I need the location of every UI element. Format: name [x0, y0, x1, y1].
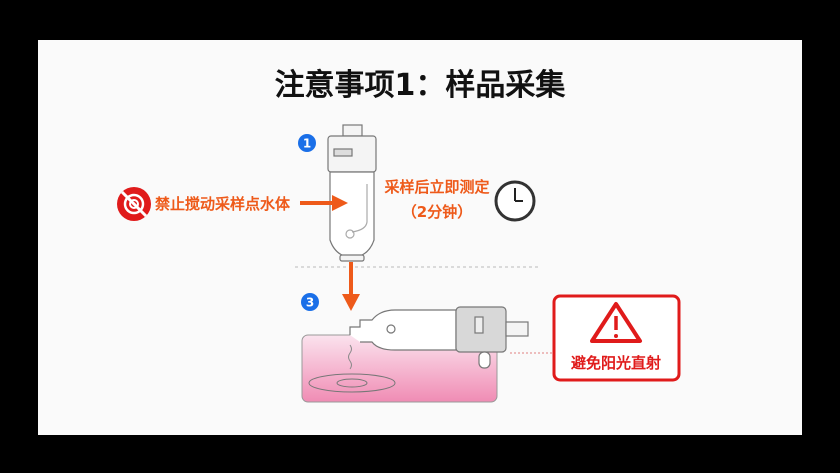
no-stir-icon: [117, 187, 151, 221]
sampler-horizontal-icon: [349, 306, 529, 369]
arrow-down-icon: [342, 262, 360, 311]
no-stir-label: 禁止搅动采样点水体: [155, 195, 291, 213]
measure-line2: （2分钟）: [402, 203, 472, 221]
warning-box: 避免阳光直射: [552, 294, 681, 382]
warning-triangle-icon: [590, 302, 642, 343]
measure-line1: 采样后立即测定: [383, 178, 489, 196]
clock-icon: [494, 180, 536, 222]
sampler-vertical-icon: [327, 124, 377, 262]
step-1-badge: 1: [298, 134, 316, 152]
arrow-right-icon: [300, 195, 348, 211]
step-3-badge: 3: [301, 293, 319, 311]
svg-text:3: 3: [306, 296, 314, 310]
svg-text:1: 1: [303, 137, 311, 151]
warning-label: 避免阳光直射: [571, 354, 661, 372]
page-title: 注意事项1：样品采集: [275, 68, 567, 103]
